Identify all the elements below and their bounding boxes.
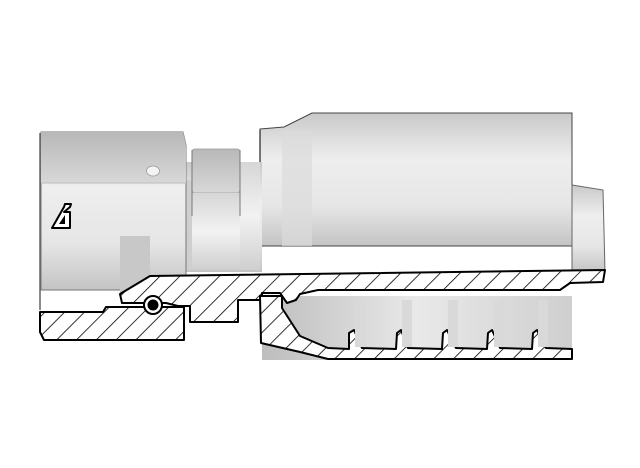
logo-icon (51, 203, 72, 229)
stem-wall-section (119, 269, 606, 323)
ferrule (259, 112, 573, 360)
nut-section (39, 306, 185, 341)
swivel-nut (39, 131, 187, 310)
retaining-wire (143, 295, 163, 315)
ferrule-section (259, 295, 573, 360)
nut-hole (146, 165, 160, 177)
stem-tail (571, 184, 606, 273)
stem-collar (184, 148, 241, 270)
